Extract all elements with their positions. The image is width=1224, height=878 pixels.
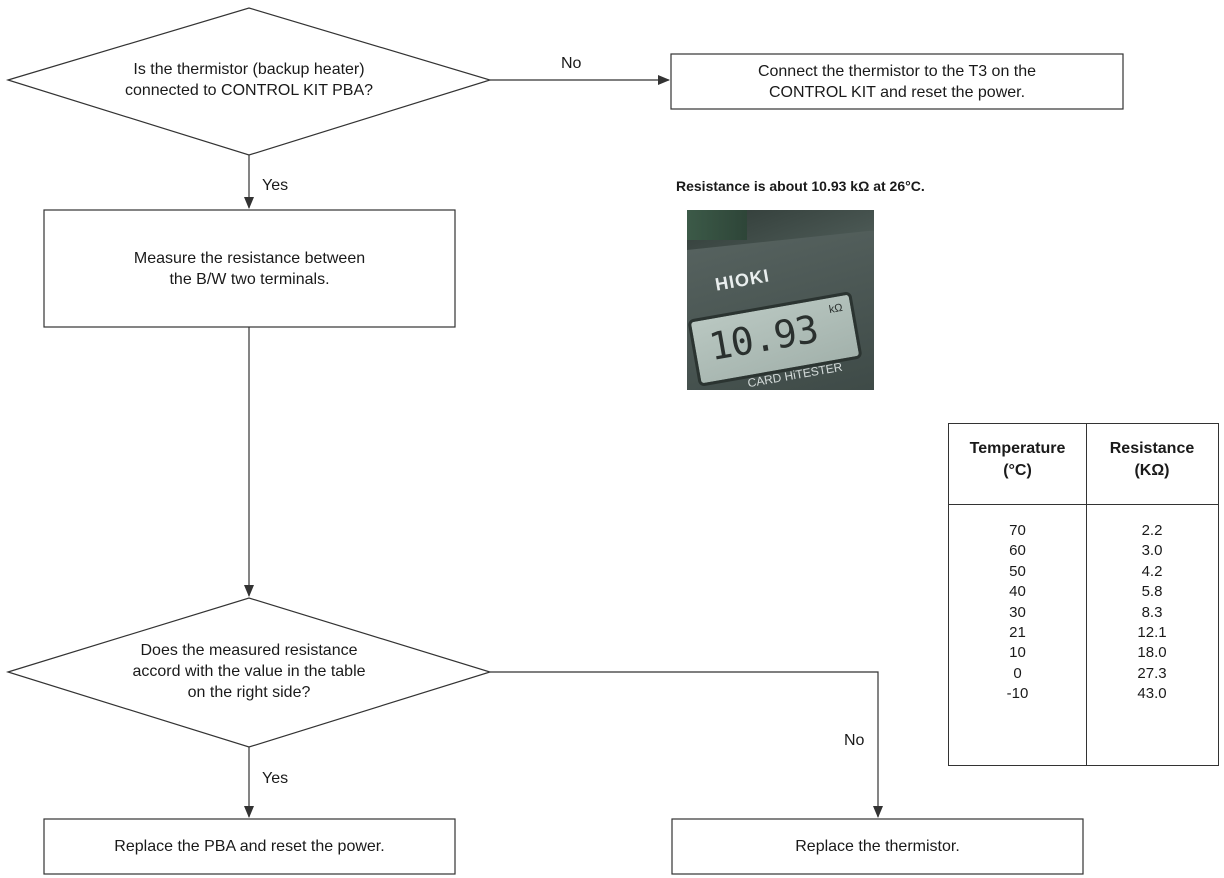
cell-resistance: 2.2 <box>1141 522 1163 539</box>
cell-temperature: 30 <box>1009 603 1026 621</box>
decision-thermistor-connected-text: Is the thermistor (backup heater) connec… <box>124 61 374 99</box>
edge-no-to-replace-thermistor <box>490 671 883 818</box>
meter-reading: 10.93 <box>705 306 822 370</box>
action-replace-pba-box <box>43 818 456 875</box>
multimeter-photo: HIOKI 10.93 kΩ CARD HiTESTER <box>687 210 874 390</box>
pcb-fragment <box>687 210 747 240</box>
cell-temperature: 50 <box>1009 562 1026 580</box>
cell-temperature: 40 <box>1009 583 1026 601</box>
decision-resistance-match-text: Does the measured resistance accord with… <box>132 641 366 701</box>
edge-label-no-1: No <box>561 55 582 72</box>
table-header-temperature: Temperature (°C) <box>949 438 1086 482</box>
cell-resistance: 27.3 <box>1137 664 1167 682</box>
cell-resistance: 4.2 <box>1141 562 1163 580</box>
cell-temperature: 21 <box>1009 623 1026 641</box>
table-header-divider <box>949 504 1218 505</box>
cell-temperature: 0 <box>1013 664 1022 682</box>
table-header-resistance-unit: (KΩ) <box>1134 462 1170 479</box>
table-row: 21 12.1 <box>949 624 1218 644</box>
action-measure-text: Measure the resistance between the B/W t… <box>133 249 366 288</box>
cell-temperature: 60 <box>1009 542 1026 560</box>
table-column-divider <box>1086 424 1087 765</box>
edge-label-yes-2: Yes <box>262 770 289 787</box>
action-connect-box <box>670 53 1124 110</box>
cell-temperature: 10 <box>1009 644 1026 662</box>
cell-resistance: 12.1 <box>1137 623 1167 641</box>
cell-resistance: 18.0 <box>1137 644 1167 662</box>
photo-caption: Resistance is about 10.93 kΩ at 26°C. <box>676 178 925 194</box>
edge-label-yes-1: Yes <box>262 177 289 194</box>
table-row: -10 43.0 <box>949 685 1218 705</box>
cell-temperature: -10 <box>1006 685 1029 703</box>
cell-resistance: 3.0 <box>1141 542 1163 560</box>
cell-resistance: 8.3 <box>1141 603 1163 621</box>
cell-resistance: 5.8 <box>1141 583 1163 601</box>
action-replace-thermistor-text: Replace the thermistor. <box>795 838 960 855</box>
meter-unit: kΩ <box>828 301 844 317</box>
table-header-temperature-name: Temperature <box>969 440 1066 457</box>
table-header-temperature-unit: (°C) <box>1003 462 1032 479</box>
action-replace-thermistor-box <box>671 818 1084 875</box>
cell-resistance: 43.0 <box>1137 685 1167 703</box>
table-header-resistance-name: Resistance <box>1109 440 1195 457</box>
table-row: 10 18.0 <box>949 644 1218 664</box>
cell-temperature: 70 <box>1009 522 1026 539</box>
edge-label-no-2: No <box>844 732 865 749</box>
action-connect-text: Connect the thermistor to the T3 on the … <box>757 62 1037 101</box>
action-replace-pba-text: Replace the PBA and reset the power. <box>114 838 385 855</box>
table-header-resistance: Resistance (KΩ) <box>1086 438 1218 482</box>
